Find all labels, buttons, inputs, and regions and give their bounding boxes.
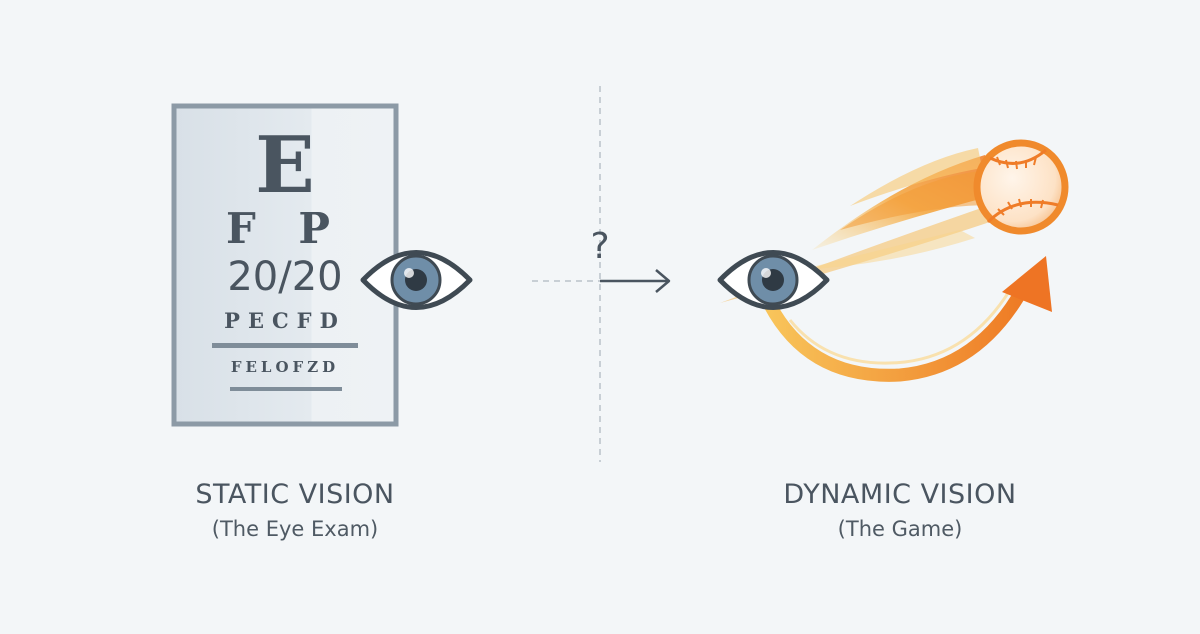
chart-row-5: FELOFZD bbox=[231, 358, 339, 376]
static-vision-subtitle: (The Eye Exam) bbox=[211, 517, 379, 541]
chart-row-2: F P bbox=[226, 204, 344, 253]
eye-chart-board bbox=[171, 103, 399, 427]
dynamic-vision-subtitle: (The Game) bbox=[837, 517, 963, 541]
chart-row-4: PECFD bbox=[224, 308, 346, 333]
chart-divider-line bbox=[212, 343, 358, 348]
eye-icon bbox=[360, 250, 473, 310]
chart-row-3: 20/20 bbox=[227, 254, 342, 300]
eye-chart: E F P 20/20 PECFD FELOFZD bbox=[171, 103, 399, 427]
chart-letter-e: E bbox=[255, 120, 314, 211]
eye-icon bbox=[717, 250, 830, 310]
center-divider: ? bbox=[532, 86, 610, 462]
static-vision-caption: STATIC VISION (The Eye Exam) bbox=[145, 478, 445, 546]
arrow-right-icon bbox=[600, 269, 671, 293]
baseball-icon bbox=[973, 139, 1069, 235]
curved-arrow-icon bbox=[763, 256, 1052, 382]
question-mark: ? bbox=[590, 226, 609, 267]
chart-bottom-line bbox=[230, 387, 342, 391]
static-vision-title: STATIC VISION bbox=[195, 479, 395, 510]
dynamic-vision-title: DYNAMIC VISION bbox=[783, 479, 1017, 510]
dynamic-vision-caption: DYNAMIC VISION (The Game) bbox=[740, 478, 1060, 546]
